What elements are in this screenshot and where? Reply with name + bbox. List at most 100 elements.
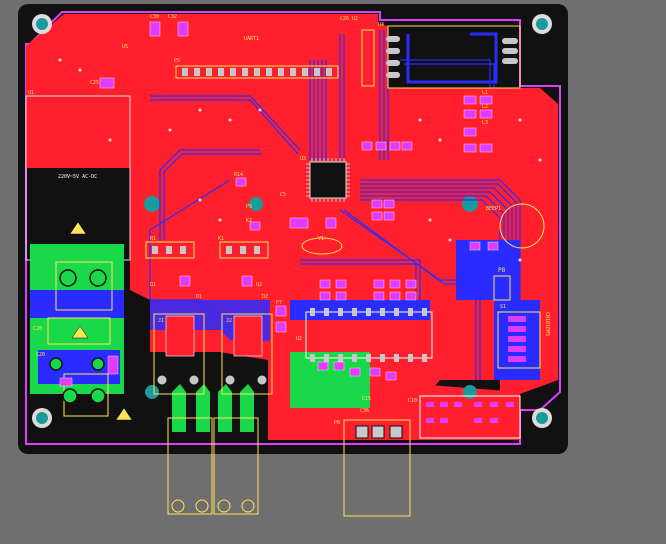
hv-warning-icon (115, 407, 133, 421)
mounting-hole-inner (36, 412, 48, 424)
ac-dc-module-body (27, 168, 129, 258)
green-pour-relay-1 (172, 384, 186, 432)
r14-label: R14 (234, 172, 243, 178)
u1-label: U1 (28, 90, 34, 96)
p6-label: P6 (334, 420, 340, 426)
c20-label: C20 (33, 326, 42, 332)
relay-j1-body (165, 315, 195, 357)
p8-connector (493, 275, 511, 301)
smd-components (59, 21, 499, 387)
p9-label: P9 (246, 204, 252, 210)
mounting-hole-inner (36, 18, 48, 30)
l3-label: L3 (482, 120, 488, 126)
relay-pins (156, 374, 268, 386)
transformer-outline (55, 261, 113, 311)
p6-pads (355, 425, 403, 439)
pad (49, 357, 63, 371)
u2-label: U2 (296, 336, 302, 342)
uart-header-outline (175, 65, 339, 79)
relay-j2 (221, 313, 273, 395)
header-k1 (145, 241, 195, 259)
mounting-hole-inner (536, 18, 548, 30)
mount-code-label: CN1D1EM5 (544, 312, 550, 336)
wifi-antenna-trace (406, 32, 498, 84)
green-pour-upper (30, 244, 124, 292)
c25-label: C25 (90, 80, 99, 86)
vias (58, 58, 542, 262)
pad (62, 388, 78, 404)
crystal-y1 (301, 237, 343, 255)
hv-warning-icon (69, 221, 87, 235)
p8-label: P8 (498, 267, 506, 274)
fuse-outline (47, 317, 111, 345)
pad (91, 357, 105, 371)
c10-label: C10 (408, 398, 417, 404)
green-pour-middle (290, 352, 370, 408)
p5-label: P5 (174, 58, 180, 64)
terminal-block-1 (167, 417, 213, 515)
u2-top-label: U2 (352, 16, 358, 22)
k2-label: K2 (246, 218, 252, 224)
green-pour-relay-2 (196, 384, 210, 432)
q2-label: Q2 (256, 282, 262, 288)
u5-label: U5 (122, 44, 128, 50)
wifi-module-pads (386, 36, 518, 78)
c30-label: C30 (150, 14, 159, 20)
header-pins (152, 246, 260, 254)
c36-label: C36 (360, 408, 369, 414)
terminal-screws (171, 499, 255, 513)
wifi-module-outline (387, 25, 521, 89)
buzzer-beep1 (499, 203, 545, 249)
mounting-hole (144, 196, 160, 212)
blue-pour-left (30, 290, 124, 318)
j1-label: J1 (158, 318, 164, 324)
ac-dc-module-label: 220V~5V AC-DC (58, 174, 97, 180)
uart-header-pins (182, 68, 332, 76)
j2-label: J2 (226, 318, 232, 324)
terminal-block-p6 (343, 419, 411, 517)
y1-label: Y1 (318, 236, 324, 242)
top-copper-pour-lower (416, 384, 520, 440)
c20-b-label: C20 (36, 352, 45, 358)
mounting-hole (463, 385, 477, 399)
s1-label: S1 (500, 304, 506, 310)
green-pour-relay-3 (218, 384, 232, 432)
pad (90, 388, 106, 404)
hv-warning-icon (71, 325, 89, 339)
d2-label: D2 (262, 294, 268, 300)
mounting-hole-inner (536, 412, 548, 424)
u3-label: U3 (300, 156, 306, 162)
relay-j2-body (233, 315, 263, 357)
c32-label: C32 (168, 14, 177, 20)
ic-u5-pins (310, 308, 427, 362)
u4-label: U4 (378, 22, 384, 28)
c26-label: C26 (340, 16, 349, 22)
smd-pads-lower-right (426, 402, 514, 423)
lower-right-cluster (419, 395, 521, 439)
l2-label: L2 (482, 104, 488, 110)
header-k2 (219, 241, 269, 259)
switch-s1-pads (508, 316, 526, 362)
mounting-hole (462, 196, 478, 212)
c5-label: C5 (280, 192, 286, 198)
pad (59, 269, 77, 287)
mounting-hole (249, 197, 263, 211)
uart-label: UART1 (244, 36, 259, 42)
pad (89, 269, 107, 287)
c15-label: C15 (362, 396, 371, 402)
r1-label: R1 (150, 236, 156, 242)
p7-label: P7 (276, 300, 282, 306)
green-pour-relay-4 (240, 384, 254, 432)
d1-label: D1 (196, 294, 202, 300)
mcu-pins (306, 158, 350, 202)
bottom-copper-region (456, 240, 520, 300)
relay-j1 (153, 313, 205, 395)
q1-label: Q1 (150, 282, 156, 288)
switch-s1 (497, 311, 541, 369)
terminal-block-2 (213, 417, 259, 515)
beep-label: BEEP1 (486, 206, 501, 212)
board-keepout-outline (25, 11, 561, 445)
l1-label: L1 (482, 90, 488, 96)
k1-label: K1 (218, 236, 224, 242)
